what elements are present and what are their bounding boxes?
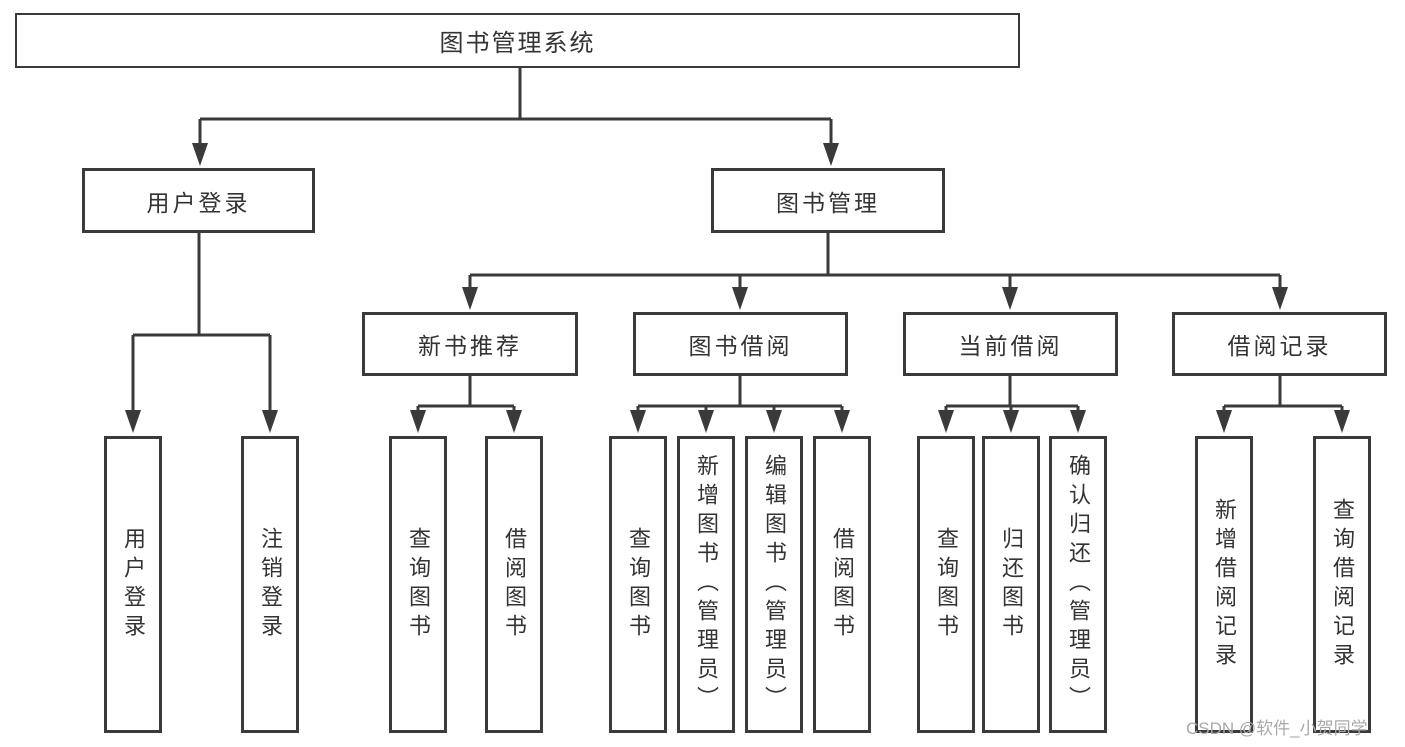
node-label: 新增借阅记录 [1212,497,1237,672]
node-label: 用户登录 [121,526,146,643]
node-label: 新增图书（管理员） [694,454,719,715]
node-label: 查询图书 [626,526,651,643]
node-borrow-books: 借阅图书 [813,436,871,733]
node-label: 查询图书 [934,526,959,643]
node-borrow-books-recommend: 借阅图书 [485,436,543,733]
node-user-login-branch: 用户登录 [82,168,315,233]
node-logout: 注销登录 [241,436,299,733]
node-query-books-borrowing: 查询图书 [609,436,667,733]
node-edit-books-admin: 编辑图书（管理员） [745,436,803,733]
node-label: 用户登录 [146,189,251,216]
node-borrowing-records: 借阅记录 [1172,312,1387,376]
node-label: 查询借阅记录 [1330,497,1355,672]
node-current-borrowing: 当前借阅 [903,312,1118,376]
node-confirm-return-admin: 确认归还（管理员） [1049,436,1107,733]
node-book-management: 图书管理 [711,168,945,233]
node-new-book-recommendation: 新书推荐 [362,312,578,376]
node-label: 查询图书 [406,526,431,643]
node-query-borrow-record: 查询借阅记录 [1313,436,1371,733]
node-label: 借阅图书 [830,526,855,643]
node-add-books-admin: 新增图书（管理员） [677,436,735,733]
node-user-login: 用户登录 [104,436,162,733]
node-label: 借阅图书 [502,526,527,643]
node-label: 编辑图书（管理员） [762,454,787,715]
node-add-borrow-record: 新增借阅记录 [1195,436,1253,733]
node-library-management-system: 图书管理系统 [15,13,1020,68]
node-label: 当前借阅 [958,333,1063,359]
node-label: 新书推荐 [418,333,522,359]
node-query-books-current: 查询图书 [917,436,975,733]
node-label: 借阅记录 [1227,333,1332,359]
node-label: 图书借阅 [688,333,793,359]
node-label: 图书管理 [776,189,880,216]
arrowheads [125,143,1350,433]
node-book-borrowing: 图书借阅 [633,312,848,376]
csdn-watermark: CSDN @软件_小贺同学 [1186,719,1368,738]
node-label: 注销登录 [258,526,283,643]
node-label: 确认归还（管理员） [1066,454,1091,715]
node-return-books: 归还图书 [982,436,1040,733]
node-label: 图书管理系统 [439,30,596,57]
node-label: 归还图书 [999,526,1024,643]
node-query-books-recommend: 查询图书 [389,436,447,733]
